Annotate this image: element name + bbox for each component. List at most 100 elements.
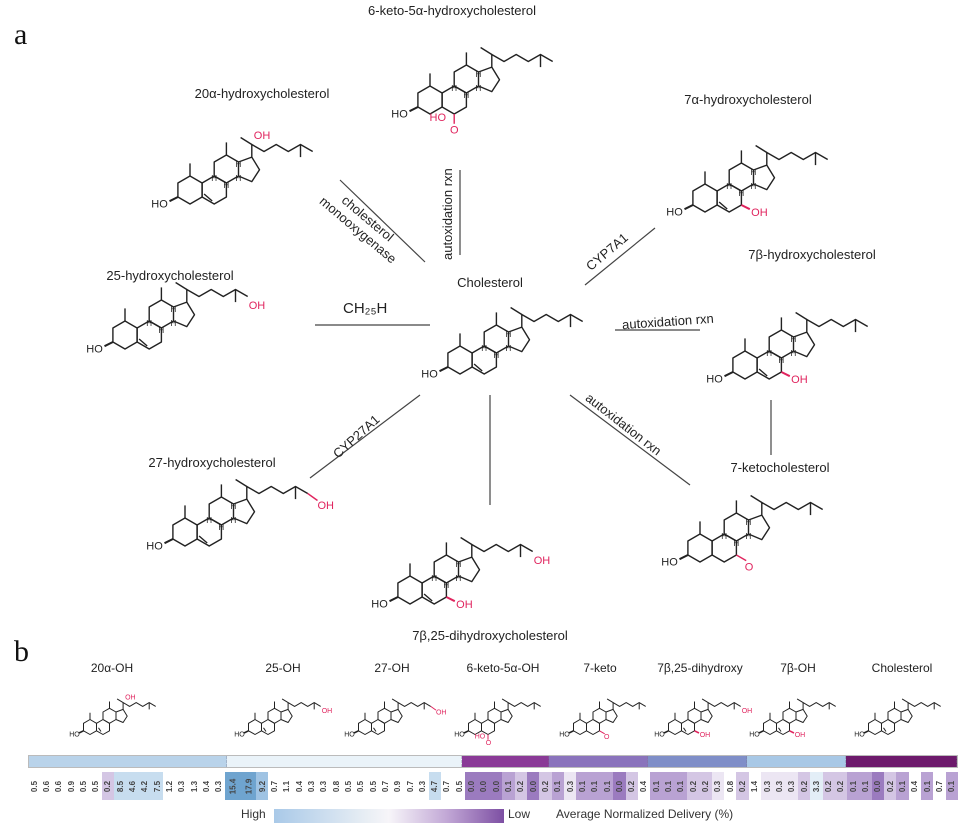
heatmap-cell: 0.7: [268, 772, 280, 800]
heatmap-cell: 0.0: [477, 772, 491, 800]
svg-text:H: H: [790, 349, 796, 358]
heatmap-cell: 0.1: [945, 772, 958, 800]
svg-text:H: H: [481, 344, 487, 353]
heatmap-cell-value: 0.2: [688, 780, 698, 792]
svg-text:HO: HO: [146, 541, 163, 553]
svg-text:HO: HO: [654, 731, 665, 738]
heatmap-cell: 0.1: [847, 772, 860, 800]
heatmap-cell: 0.1: [551, 772, 564, 800]
heatmap-cell-value: 0.7: [442, 780, 452, 792]
svg-text:HO: HO: [475, 733, 486, 740]
heatmap-cell-value: 0.2: [824, 780, 834, 792]
svg-text:HO: HO: [661, 557, 678, 569]
heatmap-cell: 4.6: [126, 772, 139, 800]
heatmap-cell-value: 0.2: [541, 780, 550, 792]
heatmap-cell-value: 0.0: [467, 780, 477, 792]
heatmap-cell: 1.2: [163, 772, 175, 800]
svg-text:OH: OH: [254, 130, 271, 142]
heatmap-cell: 0.1: [674, 772, 688, 800]
heatmap-cell-value: 0.1: [504, 780, 514, 792]
heatmap-segment: [462, 756, 549, 767]
heatmap-cell: 0.2: [797, 772, 811, 800]
svg-text:OH: OH: [317, 500, 334, 512]
heatmap-cell: 17.9: [240, 772, 257, 800]
svg-text:O: O: [450, 125, 459, 137]
svg-text:HO: HO: [234, 731, 245, 738]
panel-b-letter: b: [14, 635, 29, 668]
svg-text:H: H: [206, 516, 212, 525]
svg-text:OH: OH: [436, 710, 447, 717]
heatmap-cell: 0.2: [884, 772, 897, 800]
reaction-arrow-line: [584, 227, 656, 286]
heatmap-cell: 0.2: [101, 772, 115, 800]
label-27-hydroxycholesterol: 27-hydroxycholesterol: [148, 455, 276, 470]
svg-text:OH: OH: [534, 555, 551, 567]
svg-text:OH: OH: [795, 732, 806, 739]
structure-7-oh: HO OH: [749, 698, 836, 739]
heatmap-segment: [647, 756, 747, 767]
heatmap-cell-value: 9.2: [257, 780, 267, 792]
svg-text:H: H: [451, 84, 457, 93]
header-27-oh: 27-OH: [374, 661, 410, 675]
svg-text:HO: HO: [391, 109, 408, 121]
heatmap-cell: 0.3: [213, 772, 225, 800]
svg-text:H: H: [750, 168, 756, 177]
heatmap-cell-value: 0.1: [848, 780, 858, 792]
header-7b25-dihydroxy: 7β,25-dihydroxy: [657, 661, 743, 675]
heatmap-cell: 4.2: [138, 772, 152, 800]
heatmap-cell: 0.7: [933, 772, 945, 800]
svg-text:OH: OH: [700, 732, 711, 739]
svg-text:H: H: [726, 182, 732, 191]
svg-text:HO: HO: [344, 731, 355, 738]
label-20a-hydroxycholesterol: 20α-hydroxycholesterol: [194, 86, 330, 101]
svg-text:HO: HO: [430, 112, 447, 124]
heatmap-cell-value: 0.3: [787, 780, 797, 792]
heatmap-cell-value: 0.3: [565, 780, 575, 792]
heatmap-cell-value: 0.1: [553, 780, 563, 792]
legend-high-label: High: [241, 807, 266, 821]
svg-text:HO: HO: [69, 731, 80, 738]
heatmap-cell-value: 0.3: [417, 780, 427, 792]
heatmap-cell: 0.2: [822, 772, 835, 800]
heatmap-cell: 1.3: [188, 772, 200, 800]
label-25-hydroxycholesterol: 25-hydroxycholesterol: [106, 268, 234, 283]
svg-text:H: H: [235, 174, 241, 183]
heatmap-cell: 0.3: [416, 772, 428, 800]
header-7-keto: 7-keto: [583, 661, 617, 675]
heatmap-cell-value: 17.9: [243, 778, 253, 794]
legend-title: Average Normalized Delivery (%): [556, 807, 734, 821]
svg-text:H: H: [230, 502, 236, 511]
svg-text:H: H: [790, 335, 796, 344]
heatmap-segment: [746, 756, 846, 767]
heatmap-cell-value: 0.2: [516, 780, 526, 792]
svg-text:H: H: [431, 574, 437, 583]
svg-text:H: H: [505, 330, 511, 339]
heatmap-cell: 0.6: [40, 772, 52, 800]
heatmap-cell: 0.2: [539, 772, 552, 800]
heatmap-segment: [29, 756, 227, 767]
heatmap-cell-value: 4.7: [430, 780, 440, 792]
heatmap-cell-value: 1.4: [750, 780, 760, 792]
heatmap-cell: 0.1: [588, 772, 601, 800]
heatmap-cell-value: 0.1: [590, 780, 600, 792]
svg-text:HO: HO: [421, 369, 438, 381]
heatmap-cell: 0.6: [53, 772, 65, 800]
heatmap-cell: 0.3: [305, 772, 317, 800]
heatmap-cell: 0.7: [404, 772, 416, 800]
svg-text:HO: HO: [749, 731, 760, 738]
heatmap-cell: 0.0: [527, 772, 540, 800]
heatmap-group-bar: [28, 755, 958, 768]
structure-cholesterol: HO: [854, 698, 941, 738]
heatmap-cell-value: 0.1: [664, 780, 674, 792]
heatmap-cell: 0.1: [921, 772, 934, 800]
heatmap-cell-value: 0.5: [368, 780, 378, 792]
heatmap-cell-value: 0.1: [577, 780, 587, 792]
heatmap-cell-value: 0.8: [331, 780, 341, 792]
svg-text:HO: HO: [706, 374, 723, 386]
reaction-arrow-line: [569, 394, 691, 486]
heatmap-cell: 0.0: [613, 772, 626, 800]
